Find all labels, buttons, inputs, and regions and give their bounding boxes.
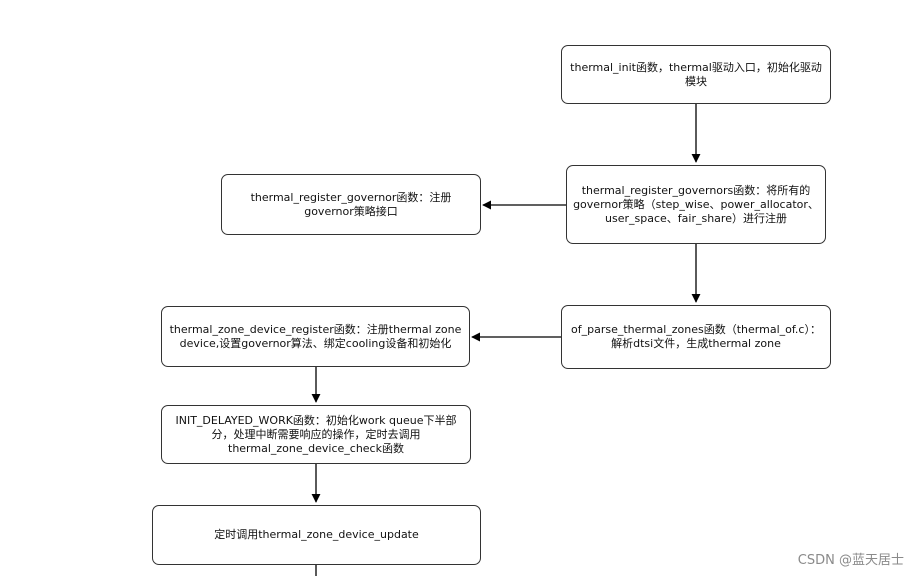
node-thermal-init: thermal_init函数，thermal驱动入口，初始化驱动模块 (561, 45, 831, 104)
watermark: CSDN @蓝天居士 (797, 553, 904, 568)
node-register-governors: thermal_register_governors函数：将所有的governo… (566, 165, 826, 244)
node-parse-thermal-zones: of_parse_thermal_zones函数（thermal_of.c）：解… (561, 305, 831, 369)
node-init-delayed-work: INIT_DELAYED_WORK函数：初始化work queue下半部分，处理… (161, 405, 471, 464)
node-zone-device-register: thermal_zone_device_register函数：注册thermal… (161, 306, 470, 367)
node-device-update: 定时调用thermal_zone_device_update (152, 505, 481, 565)
node-register-governor: thermal_register_governor函数：注册governor策略… (221, 174, 481, 235)
